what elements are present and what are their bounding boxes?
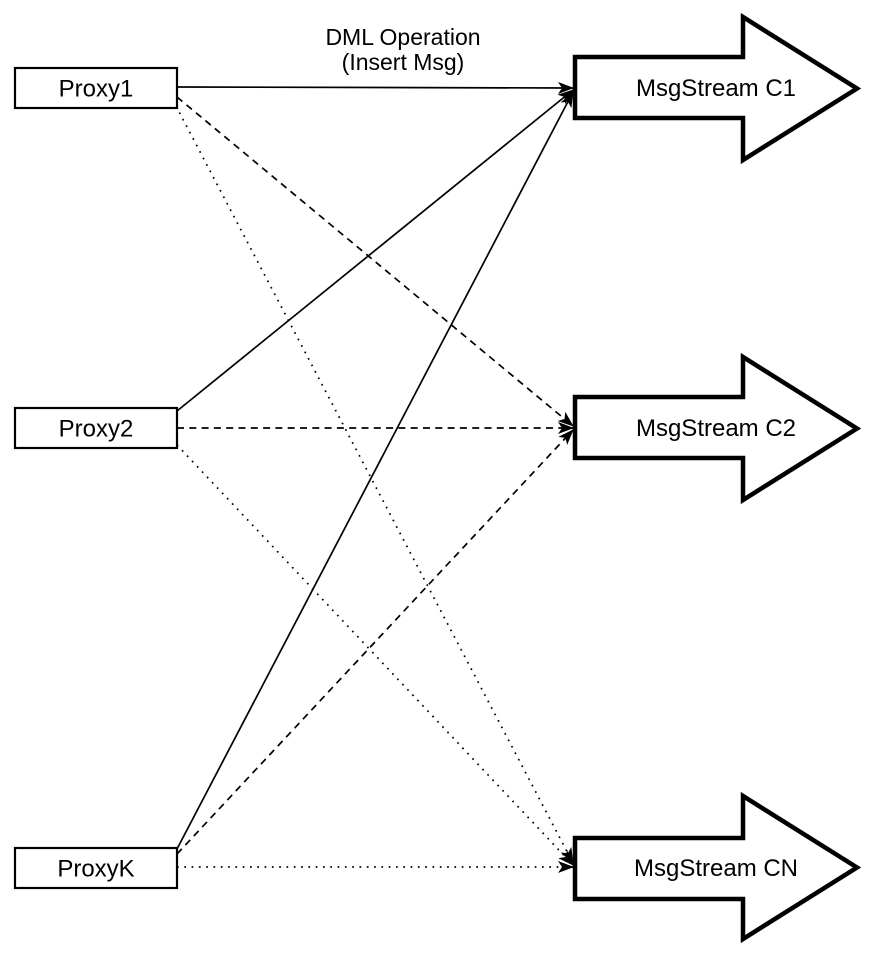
node-proxy2-label: Proxy2 bbox=[59, 416, 134, 443]
node-msgstream-cn-label: MsgStream CN bbox=[634, 855, 798, 882]
node-proxy2 bbox=[13, 406, 179, 450]
edge-proxy2-to-msgstream-c1 bbox=[176, 89, 574, 412]
edge-proxy1-to-msgstream-cn bbox=[175, 105, 574, 864]
node-msgstream-cn bbox=[572, 791, 862, 944]
edge-proxyk-to-msgstream-c1 bbox=[176, 91, 574, 850]
node-proxy1-label: Proxy1 bbox=[59, 76, 134, 103]
edge-annotation-line1: DML Operation bbox=[325, 24, 480, 50]
node-msgstream-c2-label: MsgStream C2 bbox=[636, 415, 796, 442]
node-msgstream-c2 bbox=[572, 352, 862, 505]
node-proxyk-label: ProxyK bbox=[57, 856, 134, 883]
edge-proxy1-to-msgstream-c1 bbox=[176, 81, 574, 94]
edge-annotation-line2: (Insert Msg) bbox=[342, 49, 465, 75]
edge-proxy1-to-msgstream-c2 bbox=[176, 96, 574, 427]
edge-proxyk-to-msgstream-c2 bbox=[176, 429, 574, 855]
node-msgstream-c1-label: MsgStream C1 bbox=[636, 75, 796, 102]
node-proxyk bbox=[13, 846, 179, 890]
node-msgstream-c1 bbox=[572, 12, 862, 165]
edge-proxy2-to-msgstream-cn bbox=[176, 444, 574, 866]
node-proxy1 bbox=[13, 66, 179, 110]
